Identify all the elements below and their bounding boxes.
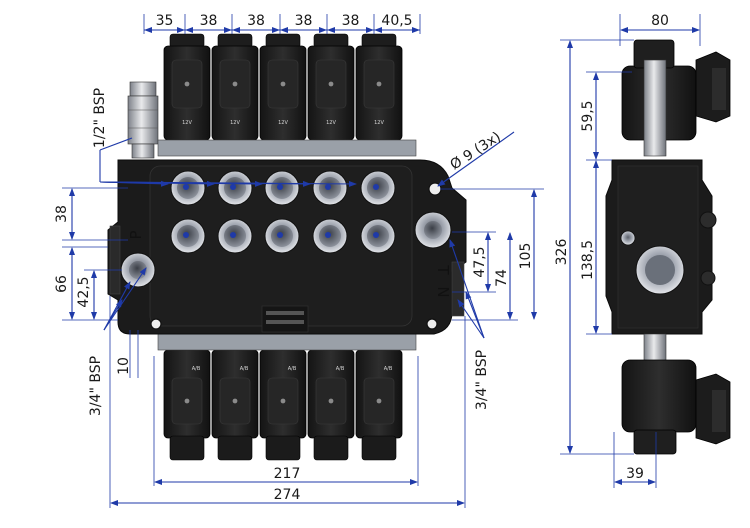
dim-top-spacing: 38 (247, 13, 265, 29)
dim-side-80: 80 (651, 13, 669, 29)
dim-left-66: 66 (54, 275, 70, 293)
coil-bottom-label: A/B (288, 366, 297, 372)
work-port (360, 218, 396, 254)
port-p-label: P (127, 230, 145, 239)
work-port (264, 218, 300, 254)
return-port (414, 211, 452, 249)
top-spool-band (157, 139, 417, 157)
bottom-spool-band (157, 333, 417, 351)
coil-voltage-label: 12V (374, 120, 384, 126)
coil-bottom-label: A/B (336, 366, 345, 372)
coil-voltage-label: 12V (278, 120, 288, 126)
work-port (170, 218, 206, 254)
work-port (360, 170, 396, 206)
side-view (605, 39, 731, 455)
dim-top-spacing: 38 (295, 13, 313, 29)
dim-left-10: 10 (116, 357, 132, 375)
work-port (264, 170, 300, 206)
inlet-fitting (127, 81, 159, 159)
dim-top-spacing: 35 (156, 13, 174, 29)
inlet-port (120, 252, 156, 288)
coil-bottom-label: A/B (192, 366, 201, 372)
dim-top-spacing: 38 (342, 13, 360, 29)
work-port (312, 218, 348, 254)
port-t-label: T (434, 264, 452, 275)
top-coil: 12V (211, 33, 259, 141)
bottom-coils: A/B A/B A/B A/B A/B (163, 349, 403, 461)
top-coils: 12V 12V 12V 12V 12V (163, 33, 403, 141)
work-port (312, 170, 348, 206)
bottom-coil: A/B (211, 349, 259, 461)
nameplate (261, 305, 309, 333)
top-coil: 12V (259, 33, 307, 141)
bottom-coil: A/B (259, 349, 307, 461)
inlet-thread-label: 1/2" BSP (92, 88, 108, 148)
dim-side-39: 39 (626, 466, 644, 482)
front-view: 12V 12V 12V 12V 12V A/B A/B A/B A/B A/B (107, 33, 467, 461)
dim-right-74: 74 (494, 269, 510, 287)
dimensions: 35 38 38 38 38 40,5 217 274 38 66 42,5 10 (54, 13, 701, 508)
top-coil: 12V (355, 33, 403, 141)
work-port (170, 170, 206, 206)
dim-217: 217 (274, 466, 301, 482)
bottom-coil: A/B (307, 349, 355, 461)
dim-left-38: 38 (54, 205, 70, 223)
coil-bottom-label: A/B (240, 366, 249, 372)
dim-left-42-5: 42,5 (76, 276, 92, 307)
port-right-label: 3/4" BSP (474, 350, 490, 410)
dim-hole: Ø 9 (3x) (447, 129, 503, 173)
dim-right-47-5: 47,5 (472, 246, 488, 277)
work-port (217, 170, 253, 206)
dim-top-spacing: 38 (200, 13, 218, 29)
dim-side-59-5: 59,5 (580, 100, 596, 131)
bottom-coil: A/B (355, 349, 403, 461)
port-left-label: 3/4" BSP (88, 356, 104, 416)
dim-side-138-5: 138,5 (580, 240, 596, 280)
coil-voltage-label: 12V (326, 120, 336, 126)
port-n-label: N (434, 286, 452, 297)
work-ports (170, 170, 396, 254)
dim-right-105: 105 (518, 243, 534, 270)
dim-top-spacing: 40,5 (381, 13, 412, 29)
dim-side-326: 326 (554, 239, 570, 266)
dim-274: 274 (274, 487, 301, 503)
coil-bottom-label: A/B (384, 366, 393, 372)
coil-voltage-label: 12V (182, 120, 192, 126)
bottom-coil: A/B (163, 349, 211, 461)
top-coil: 12V (307, 33, 355, 141)
work-port (217, 218, 253, 254)
top-coil: 12V (163, 33, 211, 141)
coil-voltage-label: 12V (230, 120, 240, 126)
